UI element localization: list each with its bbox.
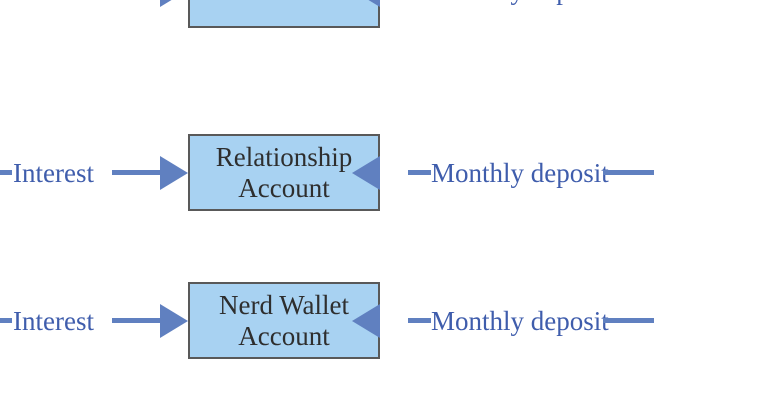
account-box-label-line2: Account bbox=[238, 172, 330, 203]
interest-label: Interest bbox=[13, 305, 94, 336]
interest-label: Interest bbox=[13, 0, 94, 7]
interest-arrow-line-start bbox=[0, 318, 12, 323]
flow-row-top: Interest Monthly deposit bbox=[0, 0, 758, 28]
account-box-label-line1: Nerd Wallet bbox=[218, 289, 350, 320]
account-box: Relationship Account bbox=[188, 134, 380, 211]
left-arrowhead-icon bbox=[352, 155, 380, 190]
monthly-deposit-label: Monthly deposit bbox=[431, 0, 609, 7]
deposit-arrow-line bbox=[408, 318, 431, 323]
left-arrowhead-icon bbox=[352, 303, 380, 338]
deposit-arrow-line-end bbox=[603, 170, 654, 175]
right-arrowhead-icon bbox=[160, 0, 188, 7]
interest-arrow-line bbox=[112, 170, 160, 175]
deposit-arrow-line-end bbox=[603, 318, 654, 323]
account-box: Nerd Wallet Account bbox=[188, 282, 380, 359]
deposit-arrow-line bbox=[408, 170, 431, 175]
right-arrowhead-icon bbox=[160, 155, 188, 190]
interest-arrow-line-start bbox=[0, 170, 12, 175]
account-box-label-line1: Relationship bbox=[215, 141, 353, 172]
flow-row-nerdwallet: Interest Nerd Wallet Account Monthly dep… bbox=[0, 282, 758, 359]
interest-label: Interest bbox=[13, 157, 94, 188]
monthly-deposit-label: Monthly deposit bbox=[431, 157, 609, 188]
left-arrowhead-icon bbox=[352, 0, 380, 7]
interest-arrow-line bbox=[112, 318, 160, 323]
monthly-deposit-label: Monthly deposit bbox=[431, 305, 609, 336]
account-box-label-line2: Account bbox=[238, 320, 330, 351]
account-box bbox=[188, 0, 380, 28]
right-arrowhead-icon bbox=[160, 303, 188, 338]
flow-row-relationship: Interest Relationship Account Monthly de… bbox=[0, 134, 758, 211]
